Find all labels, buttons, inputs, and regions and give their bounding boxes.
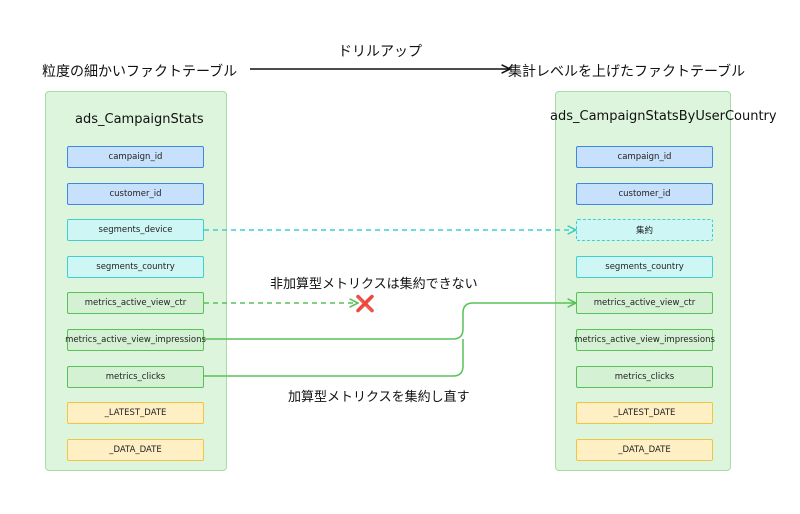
clicks-connector <box>204 339 464 377</box>
target-table-title: ads_CampaignStatsByUserCountry <box>550 109 777 124</box>
source-field-segments-country: segments_country <box>67 255 204 278</box>
source-field-customer-id: customer_id <box>67 182 204 205</box>
target-field-data-date: _DATA_DATE <box>576 438 713 461</box>
target-field-campaign-id: campaign_id <box>576 146 713 168</box>
target-field-aggregated: 集約 <box>576 219 713 242</box>
source-field-latest-date: _LATEST_DATE <box>67 402 204 425</box>
cross-icon: ❌ <box>355 294 375 313</box>
target-field-customer-id: customer_id <box>576 182 713 205</box>
target-field-metrics-active-view-impressions: metrics_active_view_impressions <box>574 329 715 351</box>
source-field-data-date: _DATA_DATE <box>67 438 204 461</box>
source-table-heading: 粒度の細かいファクトテーブル <box>42 64 238 80</box>
target-field-latest-date: _LATEST_DATE <box>576 402 713 425</box>
target-field-metrics-clicks: metrics_clicks <box>576 365 713 388</box>
source-field-campaign-id: campaign_id <box>67 146 204 168</box>
source-field-metrics-active-view-impressions: metrics_active_view_impressions <box>65 329 206 351</box>
non-additive-note: 非加算型メトリクスは集約できない <box>270 277 478 292</box>
source-field-metrics-clicks: metrics_clicks <box>67 365 204 388</box>
source-field-metrics-active-view-ctr: metrics_active_view_ctr <box>67 292 204 315</box>
additive-note: 加算型メトリクスを集約し直す <box>288 390 470 405</box>
drill-up-label: ドリルアップ <box>338 44 422 60</box>
source-table-title: ads_CampaignStats <box>75 112 204 127</box>
target-field-metrics-active-view-ctr: metrics_active_view_ctr <box>576 292 713 315</box>
target-table-heading: 集計レベルを上げたファクトテーブル <box>508 64 746 80</box>
target-field-segments-country: segments_country <box>576 255 713 278</box>
impressions-connector <box>204 303 576 340</box>
source-field-segments-device: segments_device <box>67 219 204 242</box>
